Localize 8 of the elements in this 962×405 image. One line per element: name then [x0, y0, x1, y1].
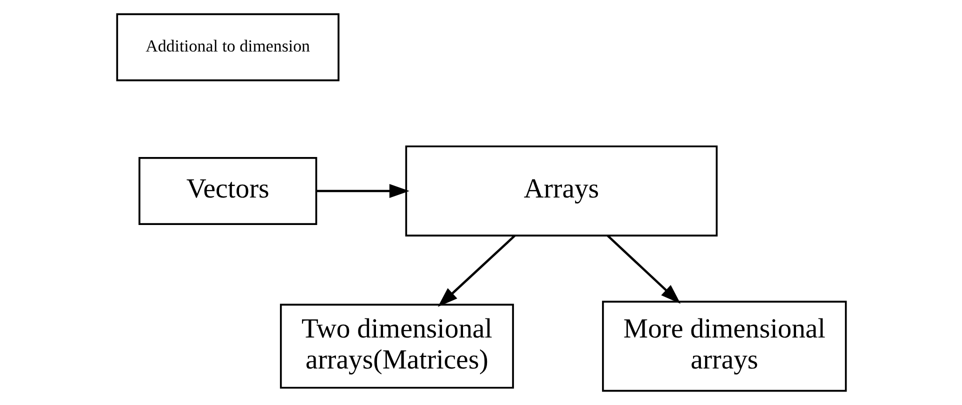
node-box: Arrays: [404, 145, 718, 236]
node-box: Vectors: [138, 157, 317, 225]
node-box: Additional to dimension: [116, 13, 339, 82]
arrow: [606, 234, 680, 304]
arrow: [316, 184, 409, 198]
arrow: [437, 234, 516, 307]
node-box: More dimensional arrays: [602, 300, 846, 392]
node-box: Two dimensional arrays(Matrices): [279, 304, 514, 389]
